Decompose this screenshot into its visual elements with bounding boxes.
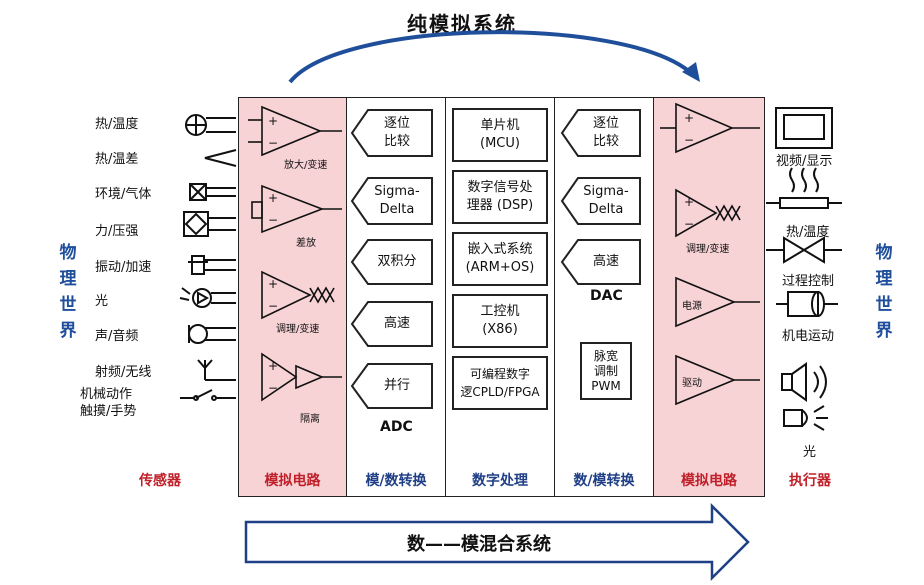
analog-column-label-1: 模拟电路	[264, 473, 321, 489]
adc-item-4: 并行	[383, 378, 410, 393]
svg-text:+: +	[268, 277, 278, 291]
thermocouple-icon	[204, 149, 237, 167]
physical-world-right: 物 理 世 界	[875, 243, 893, 341]
svg-text:−: −	[268, 213, 278, 227]
amp-label-0: 放大/变速	[284, 160, 328, 171]
amp2-label-1: 电源	[682, 301, 702, 312]
actuator-label-2: 过程控制	[782, 274, 835, 289]
vibration-sensor-icon	[188, 255, 236, 275]
gas-sensor-icon	[189, 183, 236, 201]
sensor-label-4: 振动/加速	[95, 260, 152, 275]
microphone-icon	[188, 324, 236, 344]
isolation-amp-icon	[261, 352, 342, 402]
adc-item-0: 逐位 比较	[383, 116, 410, 149]
actuator-label-1: 热/温度	[786, 225, 830, 240]
sensor-label-5: 光	[95, 294, 109, 309]
adc-item-3: 高速	[383, 316, 410, 331]
sensor-label-8: 机械动作 触摸/手势	[80, 387, 137, 419]
conditioning-amp-icon	[261, 270, 335, 320]
switch-icon	[180, 389, 236, 401]
mixed-system-title: 数——模混合系统	[407, 534, 551, 555]
sensor-label-0: 热/温度	[95, 117, 139, 132]
actuator-column-label: 执行器	[789, 473, 831, 489]
digital-column-label: 数字处理	[472, 473, 528, 489]
amp2-label-0: 调理/变速	[686, 244, 730, 255]
svg-text:−: −	[268, 299, 278, 313]
adc-item-2: 双积分	[377, 254, 417, 269]
amp-label-1: 差放	[296, 238, 316, 249]
svg-text:+: +	[268, 114, 278, 128]
adc-column-label: 模/数转换	[365, 473, 427, 489]
dac-column-label: 数/模转换	[573, 473, 635, 489]
sensor-label-1: 热/温差	[95, 152, 139, 167]
heater-icon	[766, 167, 842, 209]
diff-amp-icon	[251, 184, 342, 234]
analog-circuit-column-2	[653, 97, 765, 497]
motor-icon	[776, 291, 838, 317]
thermistor-icon	[185, 114, 236, 136]
physical-world-left: 物 理 世 界	[59, 243, 77, 341]
digital-item-mcu: 单片机 (MCU)	[452, 108, 548, 162]
driver-amp-icon	[675, 354, 760, 406]
svg-text:−: −	[268, 381, 278, 395]
amp-label-2: 调理/变速	[276, 324, 320, 335]
svg-text:−: −	[684, 133, 694, 147]
actuator-label-4: 光	[803, 445, 817, 460]
dac-item-1: Sigma- Delta	[583, 184, 629, 217]
analog-column-label-2: 模拟电路	[681, 473, 737, 489]
sensor-column-label: 传感器	[139, 473, 181, 489]
amplifier-icon	[248, 105, 342, 157]
sensor-label-7: 射频/无线	[95, 365, 152, 380]
dac-label: DAC	[590, 288, 623, 304]
dac-item-2: 高速	[592, 254, 619, 269]
digital-item-ipc: 工控机 (X86)	[452, 294, 548, 348]
pressure-bridge-icon	[183, 211, 236, 237]
dac-item-0: 逐位 比较	[592, 116, 619, 149]
amp2-label-2: 驱动	[682, 378, 702, 389]
adc-item-1: Sigma- Delta	[374, 184, 420, 217]
svg-text:−: −	[268, 136, 278, 150]
valve-icon	[766, 236, 842, 264]
adc-label: ADC	[380, 419, 413, 435]
actuator-label-0: 视频/显示	[776, 154, 833, 169]
display-icon	[775, 107, 833, 149]
adc-column	[346, 97, 446, 497]
svg-text:+: +	[268, 191, 278, 205]
digital-item-fpga: 可编程数字 逻CPLD/FPGA	[452, 356, 548, 410]
amplifier-icon	[660, 102, 760, 154]
power-amp-icon	[675, 276, 760, 328]
svg-text:+: +	[684, 195, 694, 209]
speaker-icon	[781, 362, 827, 402]
actuator-label-3: 机电运动	[782, 329, 835, 344]
top-curved-arrow	[288, 30, 700, 84]
sensor-label-6: 声/音频	[95, 329, 139, 344]
svg-text:−: −	[684, 217, 694, 231]
digital-item-embedded: 嵌入式系统 (ARM+OS)	[452, 232, 548, 286]
sensor-label-2: 环境/气体	[95, 187, 152, 202]
sensor-label-3: 力/压强	[95, 224, 139, 239]
amp-label-3: 隔离	[300, 414, 320, 425]
svg-text:+: +	[684, 111, 694, 125]
light-icon	[783, 405, 828, 431]
antenna-icon	[197, 359, 236, 381]
digital-item-dsp: 数字信号处 理器 (DSP)	[452, 170, 548, 224]
conditioning-amp-icon	[675, 188, 741, 238]
svg-text:+: +	[268, 359, 278, 373]
pwm-box: 脉宽 调制 PWM	[580, 342, 632, 400]
photodiode-icon	[179, 287, 236, 308]
